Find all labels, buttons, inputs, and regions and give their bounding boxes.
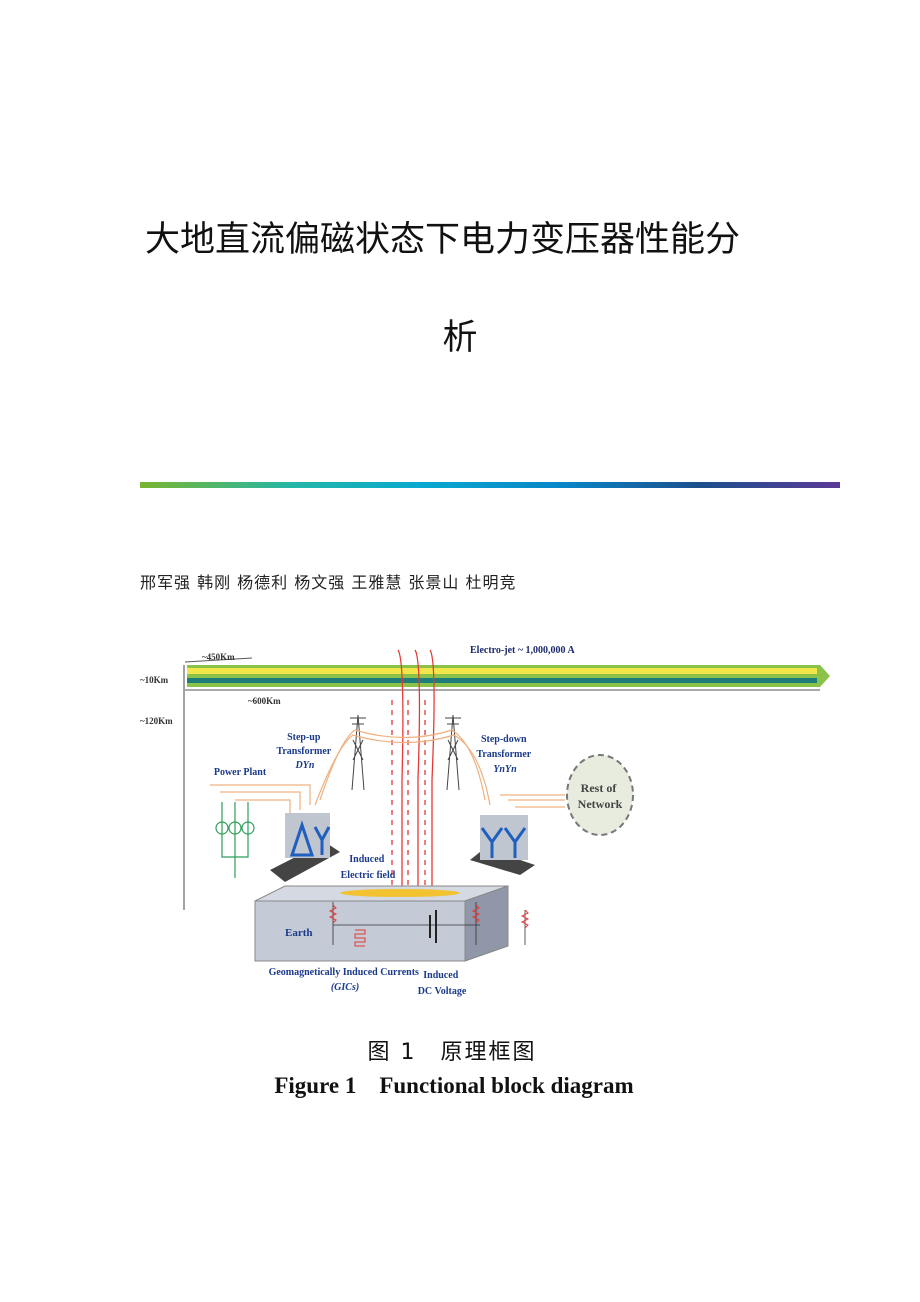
step-up-transformer-icon [270,813,340,882]
transmission-tower-icon [350,714,366,791]
rest-label-1: Rest of [581,781,618,795]
stepup-label-3: DYn [295,760,315,771]
power-plant-label: Power Plant [214,767,267,778]
figure-caption-en: Figure 1 Functional block diagram [274,1073,634,1098]
gic-label-1: Geomagnetically Induced Currents [269,967,419,978]
gic-label-2: (GICs) [331,982,359,993]
document-title-line1: 大地直流偏磁状态下电力变压器性能分 [145,220,741,260]
rest-of-network-node [566,754,634,836]
km120-label: ~120Km [140,716,173,726]
stepdown-label-1: Step-down [481,734,527,745]
earth-label: Earth [285,927,313,939]
electrojet-band [187,665,830,687]
km10-label: ~10Km [140,675,169,685]
dc-label-1: Induced [423,970,458,981]
transmission-tower-icon [445,714,461,791]
earth-block [254,885,530,962]
stepup-label-2: Transformer [276,746,331,757]
figure-caption-cn: 图 1 原理框图 [367,1040,537,1065]
efield-label-2: Electric field [341,870,396,881]
svg-text:Geomagnetically Induced Curren: Geomagnetically Induced Currents (GICs) [269,967,422,993]
km450-label: ~450Km [202,652,235,662]
step-down-transformer-icon [470,815,535,875]
rest-label-2: Network [578,797,623,811]
dc-label-2: DC Voltage [418,986,467,997]
efield-label-1: Induced [349,854,384,865]
stepdown-label-2: Transformer [476,749,531,760]
svg-text:Step-down Transformer: Step-down Transformer YnYn [476,734,533,775]
power-lines [210,729,565,815]
stepup-label-1: Step-up [287,732,321,743]
svg-text:Induced DC Voltage: Induced DC Voltage [418,970,467,997]
svg-text:Rest of Network: Rest of Network [578,781,623,811]
magnetic-field-lines [391,649,435,915]
title-divider [140,482,840,488]
generator-icon [215,802,255,878]
svg-text:Induced Electric field: Induced Electric field [341,854,396,881]
svg-text:Step-up Transformer DY: Step-up Transformer DYn [276,732,333,771]
stepdown-label-3: YnYn [493,764,517,775]
km600-label: ~600Km [248,696,281,706]
electrojet-label: Electro-jet ~ 1,000,000 A [470,645,575,656]
functional-block-diagram: Electro-jet ~ 1,000,000 A ~450Km ~10Km ~… [140,645,830,997]
document-title-line2: 析 [442,318,478,358]
authors: 邢军强 韩刚 杨德利 杨文强 王雅慧 张景山 杜明竞 [140,573,517,592]
